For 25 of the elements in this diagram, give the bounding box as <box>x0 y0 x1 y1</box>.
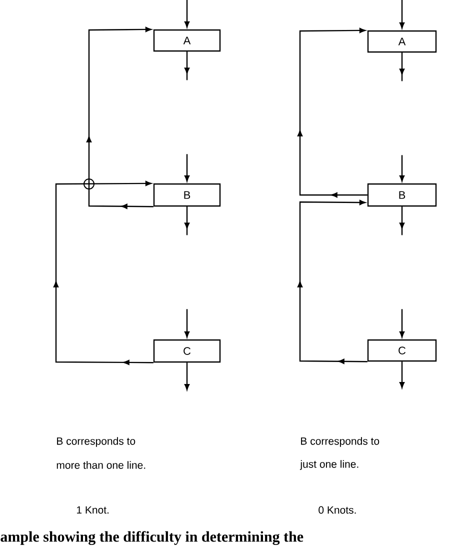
arrow <box>399 206 405 338</box>
process-box: B <box>153 183 221 207</box>
arrow <box>297 28 368 198</box>
arrow <box>184 206 190 338</box>
process-box: C <box>367 339 437 362</box>
note-text: B corresponds to <box>301 437 380 447</box>
arrow <box>184 362 190 390</box>
note-text: 1 Knot. <box>77 506 108 514</box>
note-text: just one line. <box>300 460 358 470</box>
note-text: more than one line. <box>56 461 146 469</box>
arrow <box>399 0 405 29</box>
process-box: C <box>153 339 221 363</box>
arrow <box>184 0 190 28</box>
process-box: B <box>367 183 437 207</box>
caption-text: ample showing the difficulty in determining the <box>0 531 304 545</box>
arrow <box>53 180 154 365</box>
process-box: A <box>153 29 221 52</box>
arrow <box>399 362 405 388</box>
note-text: B corresponds to <box>57 437 136 447</box>
arrow <box>184 51 190 182</box>
process-box: A <box>367 30 437 53</box>
arrow <box>399 52 405 182</box>
arrow <box>297 200 368 364</box>
note-text: 0 Knots. <box>318 506 356 514</box>
arrow <box>86 26 154 209</box>
